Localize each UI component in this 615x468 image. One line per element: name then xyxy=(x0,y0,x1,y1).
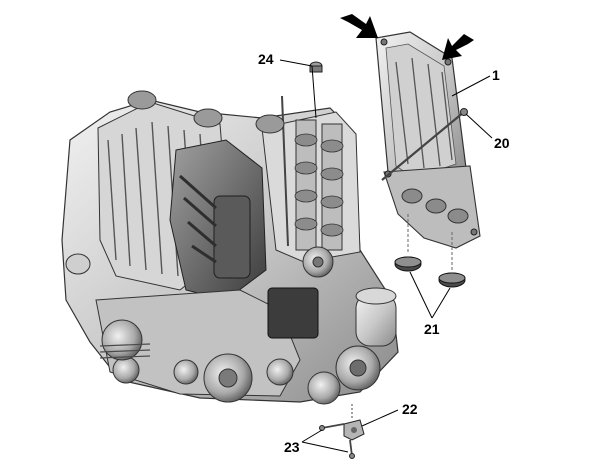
front-pulleys xyxy=(101,319,381,405)
camshaft xyxy=(294,119,344,251)
intake-runners xyxy=(179,174,217,264)
front-dark-module xyxy=(267,287,319,339)
leader-lines xyxy=(279,59,493,453)
compressor-fins xyxy=(99,343,151,359)
bolt-20 xyxy=(381,108,468,181)
callout-labels: 24 1 20 21 22 23 xyxy=(258,51,510,455)
arrow-left xyxy=(340,14,378,38)
cover-ribs xyxy=(395,57,453,169)
arrow-pointer-icon xyxy=(340,14,474,60)
tensioner-pulley xyxy=(173,359,199,385)
coolant-port xyxy=(65,253,91,275)
callout-22: 22 xyxy=(402,401,418,417)
callout-24: 24 xyxy=(258,51,274,67)
callout-20: 20 xyxy=(494,135,510,151)
callout-21: 21 xyxy=(424,321,440,337)
callout-23: 23 xyxy=(284,439,300,455)
cylinder-head-cover xyxy=(375,31,481,249)
arrow-right xyxy=(442,34,474,60)
sprocket-hub xyxy=(312,256,324,268)
oil-filter-housing xyxy=(355,287,397,347)
callout-1: 1 xyxy=(492,67,500,83)
seal-caps-21 xyxy=(394,214,466,288)
cover-bolts xyxy=(380,38,478,236)
intake-plenum xyxy=(213,195,251,279)
cover-ports xyxy=(401,188,469,224)
alternator-pulley xyxy=(101,319,143,361)
idler-pulley-left xyxy=(112,356,140,384)
bracket-22 xyxy=(343,419,365,441)
engine-block xyxy=(61,90,399,405)
water-pump-pulley xyxy=(307,371,341,405)
idler-pulley-right xyxy=(266,358,294,386)
plug-24 xyxy=(309,61,323,73)
exhaust-stubs xyxy=(127,90,285,134)
